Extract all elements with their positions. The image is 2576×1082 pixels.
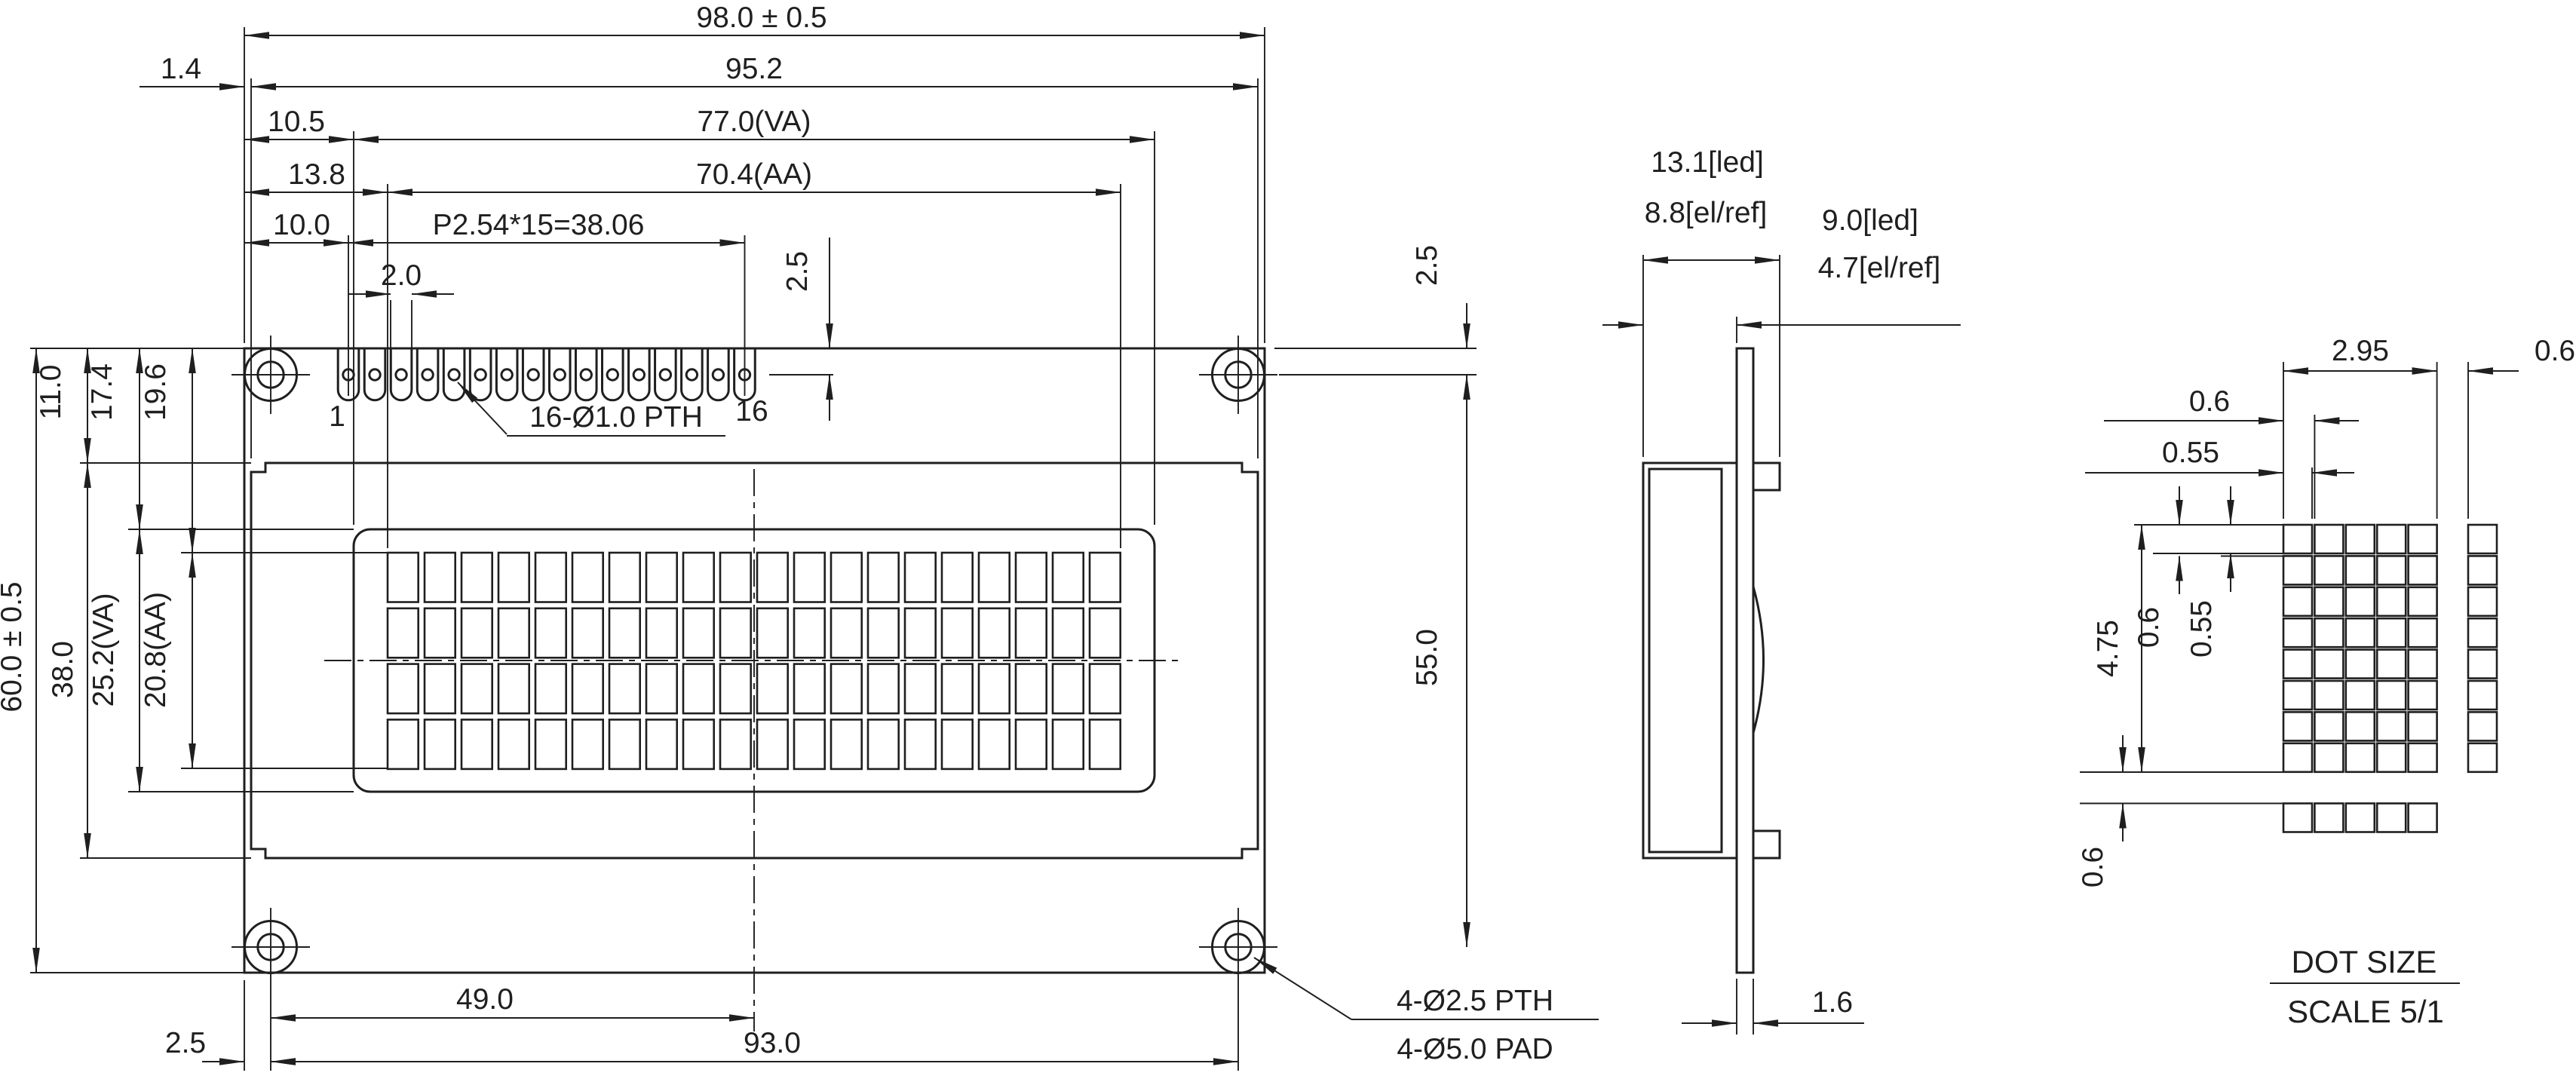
dim-depth-el: 8.8[el/ref]	[1645, 197, 1768, 229]
dim-va-height: 25.2(VA)	[87, 593, 120, 707]
character-grid	[386, 551, 1122, 771]
dim-overall-height: 60.0 ± 0.5	[0, 581, 28, 712]
dim-va-left: 10.5	[268, 106, 325, 138]
dim-char-gap: 0.6	[2535, 335, 2575, 367]
dim-hole-to-center: 49.0	[456, 983, 514, 1016]
dim-aa-left: 13.8	[288, 158, 345, 191]
dim-dot-pitch-h: 0.6	[2189, 385, 2230, 418]
mounting-holes	[232, 336, 1277, 1071]
dim-dot-pitch-v: 0.6	[2133, 607, 2165, 648]
side-dimension-lines	[1602, 256, 1961, 1027]
detail-extension-lines	[2080, 362, 2469, 805]
detail-subtitle: SCALE 5/1	[2287, 994, 2444, 1029]
callout-mount-pad: 4-Ø5.0 PAD	[1397, 1033, 1553, 1065]
dim-hole-left: 2.5	[165, 1027, 206, 1059]
dim-aa-top: 19.6	[140, 363, 172, 421]
dim-depth-led: 13.1[led]	[1651, 146, 1764, 179]
dim-dot-height: 0.55	[2185, 600, 2218, 657]
dim-hole-span-v: 55.0	[1411, 629, 1443, 686]
dim-overall-width: 98.0 ± 0.5	[696, 2, 826, 34]
dot-matrix-main	[2282, 523, 2438, 774]
side-pcb	[1735, 347, 1755, 974]
dim-char-width: 2.95	[2332, 335, 2389, 367]
dim-frame-top: 11.0	[35, 364, 67, 419]
dim-row-gap: 0.6	[2077, 847, 2109, 887]
front-view: 98.0 ± 0.5 95.2 1.4 77.0(VA) 10.5 70.4(A…	[0, 2, 1599, 1071]
dim-frame-inset: 1.4	[161, 53, 201, 85]
dim-aa-height: 20.8(AA)	[140, 592, 172, 708]
side-module-inner	[1648, 467, 1723, 854]
dim-aa-width: 70.4(AA)	[696, 158, 812, 191]
side-view: 13.1[led] 8.8[el/ref] 9.0[led] 4.7[el/re…	[1602, 146, 1961, 1034]
dim-va-width: 77.0(VA)	[697, 106, 811, 138]
dim-front-el: 4.7[el/ref]	[1818, 252, 1941, 284]
front-extension-lines	[30, 27, 1477, 1071]
side-extension-lines	[1642, 255, 1780, 1034]
dot-matrix-next-row	[2282, 802, 2438, 833]
callout-mount-hole: 4-Ø2.5 PTH	[1397, 985, 1553, 1017]
dot-matrix-next-column	[2467, 523, 2498, 774]
callout-pin-holes: 16-Ø1.0 PTH	[529, 401, 703, 434]
detail-title: DOT SIZE	[2292, 944, 2437, 979]
dim-pcb-thickness: 1.6	[1812, 986, 1853, 1019]
pin-16-label: 16	[735, 395, 768, 428]
dim-front-led: 9.0[led]	[1822, 204, 1918, 237]
pin-pads	[336, 348, 756, 402]
dim-va-top: 17.4	[86, 363, 118, 421]
dim-pin1-left: 10.0	[273, 209, 330, 241]
dim-frame-height: 38.0	[47, 641, 79, 698]
detail-dimension-lines	[2085, 367, 2519, 984]
dim-hole-span-h: 93.0	[744, 1027, 801, 1059]
dim-pad-width: 2.0	[381, 259, 422, 292]
dim-hole-top: 2.5	[1411, 245, 1443, 286]
dim-pin-pitch: P2.54*15=38.06	[433, 209, 645, 241]
side-bezel-tab-top	[1752, 461, 1781, 492]
pin-1-label: 1	[329, 400, 345, 433]
bezel-outline	[250, 461, 1259, 860]
dot-size-detail: 2.95 0.6 0.6 0.55 0.6 0.55 4.75 0.6 DOT …	[2077, 335, 2575, 1029]
front-dimension-lines	[32, 32, 1599, 1065]
dim-frame-width: 95.2	[725, 53, 783, 85]
dim-dot-width: 0.55	[2162, 437, 2219, 469]
dim-pin-row-top: 2.5	[781, 251, 814, 292]
side-epoxy-dome	[1752, 586, 1765, 734]
side-bezel-tab-bottom	[1752, 829, 1781, 860]
side-module-body	[1642, 461, 1738, 860]
dim-char-height: 4.75	[2092, 620, 2124, 677]
